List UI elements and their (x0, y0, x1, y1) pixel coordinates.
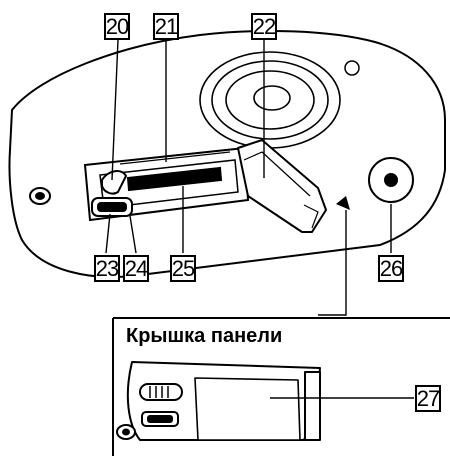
inset-frame (112, 317, 450, 456)
lens (199, 51, 341, 149)
callout-22: 22 (251, 13, 277, 40)
tripod-receptacle (368, 157, 414, 203)
callout-20: 20 (104, 13, 130, 40)
callout-27: 27 (415, 385, 441, 412)
leader-lines (105, 39, 392, 316)
callout-25: 25 (170, 255, 196, 282)
flash-dot (344, 60, 360, 76)
strap-hook (29, 187, 51, 205)
compartment (83, 146, 250, 222)
callout-26: 26 (378, 255, 404, 282)
battery-cover (237, 139, 327, 233)
callout-24: 24 (123, 255, 149, 282)
multi-connector (91, 197, 133, 217)
inset-camera (116, 361, 321, 441)
callout-21: 21 (153, 13, 179, 40)
callout-23: 23 (94, 255, 120, 282)
arrow-head (336, 196, 350, 210)
inset-title: Крышка панели (126, 325, 283, 347)
